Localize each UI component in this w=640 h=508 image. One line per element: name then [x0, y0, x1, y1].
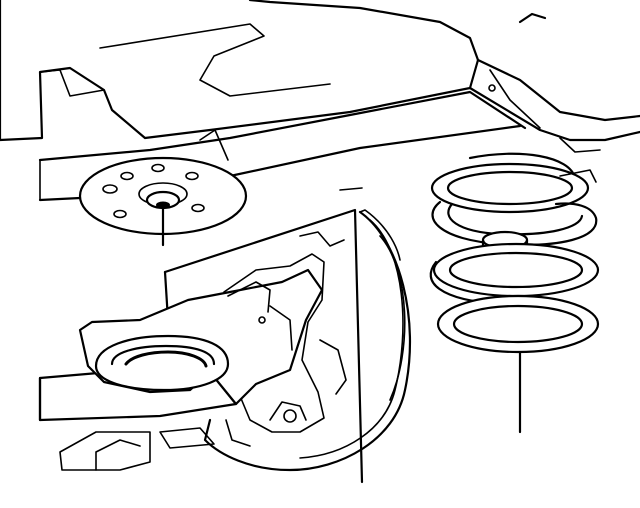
coil-spring: [429, 152, 600, 354]
brake-drum: [203, 209, 412, 472]
axle-spring-seat: [78, 268, 324, 406]
brake-backing-plate: [163, 208, 364, 484]
body-underside: [0, 0, 640, 153]
